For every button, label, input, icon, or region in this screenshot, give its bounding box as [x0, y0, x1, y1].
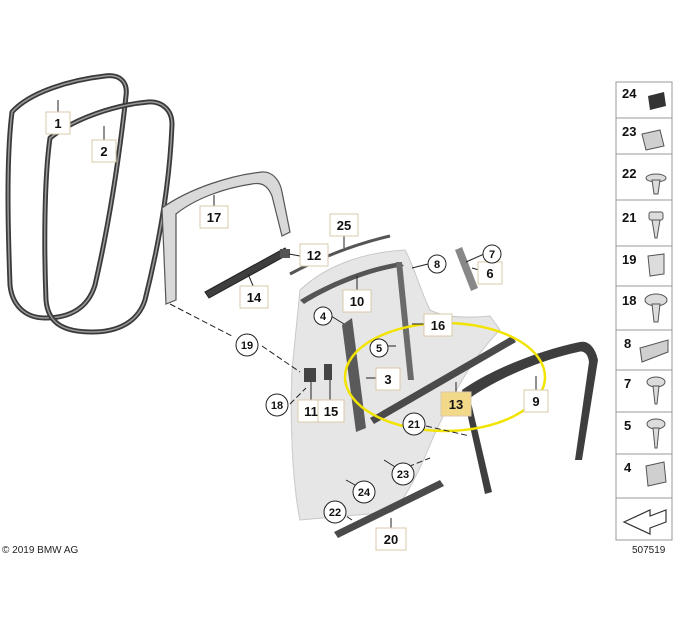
label-16: 16	[423, 313, 453, 337]
bracket-icon-8	[639, 339, 669, 363]
label-9: 9	[523, 389, 549, 413]
callout-8: 8	[427, 254, 447, 274]
svg-text:25: 25	[337, 218, 351, 233]
svg-text:5: 5	[376, 343, 382, 355]
door-seal-inner	[42, 99, 175, 335]
label-1: 1	[45, 111, 71, 135]
svg-text:2: 2	[100, 144, 107, 159]
bolt-icon-18	[644, 293, 668, 323]
svg-text:24: 24	[358, 487, 371, 499]
push-clip-icon	[645, 173, 667, 195]
svg-text:15: 15	[324, 404, 338, 419]
label-2: 2	[91, 139, 117, 163]
screw-icon-21	[648, 211, 664, 239]
svg-text:12: 12	[307, 248, 321, 263]
svg-text:3: 3	[384, 372, 391, 387]
small-parts-panel: 24 23 22 21 19 18 8 7 5 4	[615, 81, 673, 541]
svg-text:18: 18	[271, 400, 283, 412]
panel-label-22: 22	[622, 166, 636, 181]
svg-text:4: 4	[320, 311, 327, 323]
callout-5: 5	[369, 338, 389, 358]
view-arrow-icon	[622, 509, 667, 535]
label-25: 25	[329, 213, 359, 237]
clip-part	[280, 249, 290, 258]
svg-text:13: 13	[449, 397, 463, 412]
panel-label-23: 23	[622, 124, 636, 139]
svg-text:22: 22	[329, 507, 341, 519]
sill-molding	[334, 480, 444, 538]
callout-21: 21	[402, 412, 426, 436]
panel-label-19: 19	[622, 252, 636, 267]
panel-label-21: 21	[622, 210, 636, 225]
svg-text:16: 16	[431, 318, 445, 333]
panel-label-18: 18	[622, 293, 636, 308]
svg-text:10: 10	[350, 294, 364, 309]
clip-nut-icon	[641, 129, 665, 151]
svg-text:14: 14	[247, 290, 262, 305]
label-17: 17	[199, 205, 229, 229]
callout-18: 18	[265, 393, 289, 417]
label-12: 12	[299, 243, 329, 267]
svg-text:21: 21	[408, 419, 420, 431]
b-pillar-trim	[342, 318, 366, 432]
callout-24: 24	[352, 480, 376, 504]
svg-text:6: 6	[486, 266, 493, 281]
svg-text:8: 8	[434, 259, 440, 271]
svg-text:11: 11	[304, 404, 318, 419]
label-14: 14	[239, 285, 269, 309]
roof-rail-trim	[289, 234, 391, 276]
corner-trim	[455, 247, 478, 291]
panel-label-8: 8	[624, 336, 631, 351]
copyright-text: © 2019 BMW AG	[2, 545, 79, 556]
callout-4: 4	[313, 306, 333, 326]
vertical-guide-rail	[396, 262, 414, 380]
svg-text:7: 7	[489, 249, 495, 261]
pad-icon	[648, 92, 666, 110]
svg-text:19: 19	[241, 340, 253, 352]
leader-lines	[57, 100, 537, 532]
clip-icon-19	[647, 253, 665, 277]
label-13-highlighted: 13	[440, 391, 472, 417]
svg-text:1: 1	[54, 116, 61, 131]
callout-23: 23	[391, 462, 415, 486]
nut-clip-icon-4	[645, 461, 667, 487]
door-seal-outer	[5, 73, 129, 321]
callout-19: 19	[235, 333, 259, 357]
svg-text:9: 9	[532, 394, 539, 409]
handle-part-15	[324, 364, 332, 380]
label-3: 3	[375, 367, 401, 391]
callout-22: 22	[323, 500, 347, 524]
door-frame-trim	[161, 171, 291, 305]
belt-molding	[370, 336, 516, 424]
window-channel	[300, 262, 404, 304]
label-20: 20	[375, 527, 407, 551]
svg-text:20: 20	[384, 532, 398, 547]
panel-label-5: 5	[624, 418, 631, 433]
screw-icon-5	[646, 418, 666, 449]
panel-label-24: 24	[622, 86, 637, 101]
callout-7: 7	[482, 244, 502, 264]
label-6: 6	[477, 261, 503, 285]
panel-label-4: 4	[624, 460, 632, 475]
label-15: 15	[317, 399, 345, 423]
screw-icon-7	[646, 376, 666, 405]
panel-label-7: 7	[624, 376, 631, 391]
handle-part-11	[304, 368, 316, 382]
window-frame-seal	[462, 341, 598, 494]
diagram-id-text: 507519	[632, 545, 666, 556]
svg-text:23: 23	[397, 469, 409, 481]
label-10: 10	[342, 289, 372, 313]
svg-text:17: 17	[207, 210, 221, 225]
